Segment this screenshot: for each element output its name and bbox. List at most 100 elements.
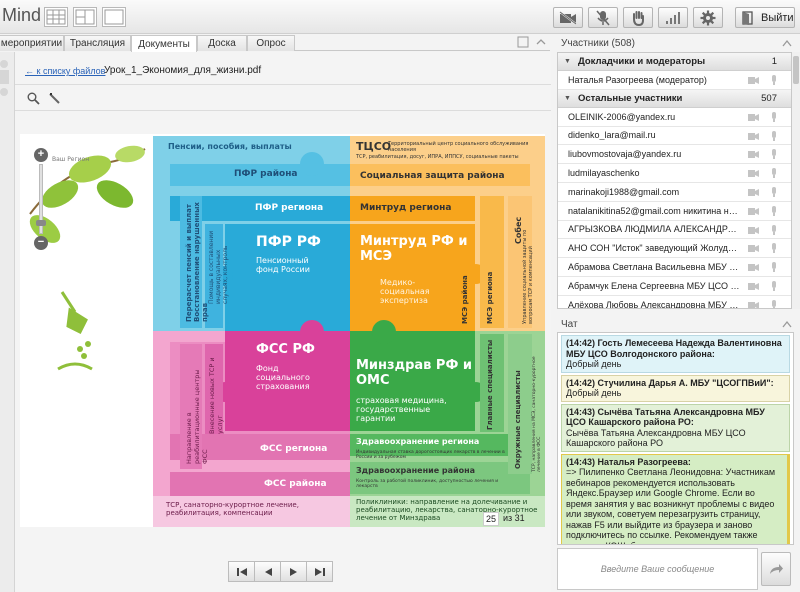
slide-label: Контроль за работой поликлиник, доступно… xyxy=(356,479,499,489)
mic-icon xyxy=(772,243,776,254)
raise-hand-button[interactable] xyxy=(623,7,653,28)
participant-row[interactable]: liubovmostovaja@yandex.ru xyxy=(558,145,791,165)
chat-message-input[interactable]: Введите Ваше сообщение xyxy=(557,548,758,590)
app-logo: Mind xyxy=(2,5,42,25)
participant-row[interactable]: didenko_lara@mail.ru xyxy=(558,127,791,146)
tab-events[interactable]: мероприятии xyxy=(0,35,64,51)
participant-name: АНО СОН "Исток" заведующий Жолудева А.В. xyxy=(568,243,740,254)
mic-icon xyxy=(772,130,776,141)
participant-row[interactable]: АГРЫЗКОВА ЛЮДМИЛА АЛЕКСАНДРОВНА... xyxy=(558,221,791,240)
layout-split-button[interactable] xyxy=(73,7,97,27)
group-others[interactable]: ▼ Остальные участники 507 xyxy=(558,89,791,108)
collapse-icon[interactable] xyxy=(782,39,792,47)
mic-icon xyxy=(772,280,776,291)
divider xyxy=(15,84,551,85)
zoom-tool-icon[interactable] xyxy=(27,92,40,105)
slide-label: Минтруд РФ и МСЭ xyxy=(360,234,468,264)
expand-triangle-icon: ▼ xyxy=(564,58,571,65)
collapse-icon[interactable] xyxy=(782,320,792,328)
mic-icon xyxy=(772,205,776,216)
chat-message-header: (14:42) Стучилина Дарья А. МБУ "ЦСОГПВиИ… xyxy=(566,377,774,388)
tab-poll[interactable]: Опрос xyxy=(247,35,295,51)
exit-button[interactable]: Выйти xyxy=(735,7,795,28)
participant-name: Абрамова Светлана Васильевна МБУ "ЦСО,..… xyxy=(568,262,740,273)
participant-row[interactable]: ludmilayaschenko xyxy=(558,164,791,183)
participant-row[interactable]: Абрамчук Елена Сергеевна МБУ ЦСО Белоа..… xyxy=(558,277,791,296)
settings-button[interactable] xyxy=(693,7,723,28)
chat-message: (14:42) Стучилина Дарья А. МБУ "ЦСОГПВиИ… xyxy=(561,374,790,402)
participants-scrollbar[interactable] xyxy=(792,52,800,309)
participant-name: OLEINIK-2006@yandex.ru xyxy=(568,111,676,122)
tab-whiteboard[interactable]: Доска xyxy=(197,35,247,51)
participant-name: marinakoji1988@gmail.com xyxy=(568,186,680,197)
camera-icon xyxy=(748,226,759,234)
slide-label: ТСР, санаторно-курортное лечение, реабил… xyxy=(166,501,299,517)
slide-label: Пенсии, пособия, выплаты xyxy=(168,142,292,151)
collapse-icon[interactable] xyxy=(535,36,547,48)
layout-single-button[interactable] xyxy=(102,7,126,27)
slide-label: Здравоохранение района xyxy=(356,466,476,475)
layout-grid-button[interactable] xyxy=(44,7,68,27)
chat-header: Чат xyxy=(556,316,800,332)
scrollbar-thumb[interactable] xyxy=(793,56,799,84)
tab-label: мероприятии xyxy=(0,38,63,49)
zoom-out-button[interactable]: − xyxy=(34,236,48,250)
chat-message: (14:43) Наталья Разогреева:=> Пилипенко … xyxy=(561,453,790,544)
participant-row[interactable]: OLEINIK-2006@yandex.ru xyxy=(558,108,791,127)
slide-puzzle-graphic xyxy=(29,136,545,527)
mic-icon xyxy=(772,149,776,160)
slide-logo-text: Ваш Регион xyxy=(52,156,90,163)
participant-row[interactable]: Абрамова Светлана Васильевна МБУ "ЦСО,..… xyxy=(558,258,791,277)
exit-label: Выйти xyxy=(761,11,794,24)
slide-label: страховая медицина, государственные гара… xyxy=(356,396,447,423)
mic-toggle-button[interactable] xyxy=(588,7,618,28)
slide-label: ПФР РФ xyxy=(256,234,321,250)
zoom-handle[interactable] xyxy=(36,220,46,226)
last-page-button[interactable] xyxy=(306,561,333,582)
current-page-input[interactable]: 25 xyxy=(483,512,499,526)
mic-icon xyxy=(772,75,776,85)
camera-toggle-button[interactable] xyxy=(553,7,583,28)
slide-label: Медико-социальная экспертиза xyxy=(380,278,430,305)
participant-name: АГРЫЗКОВА ЛЮДМИЛА АЛЕКСАНДРОВНА... xyxy=(568,224,740,235)
zoom-in-button[interactable]: + xyxy=(34,148,48,162)
first-page-button[interactable] xyxy=(228,561,255,582)
prev-page-button[interactable] xyxy=(254,561,281,582)
maximize-icon[interactable] xyxy=(517,36,529,48)
camera-off-icon xyxy=(559,10,577,25)
group-count: 507 xyxy=(761,92,777,104)
mic-icon xyxy=(772,224,776,235)
tab-broadcast[interactable]: Трансляция xyxy=(64,35,131,51)
participant-row[interactable]: Наталья Разогреева (модератор) xyxy=(558,71,791,90)
participant-row[interactable]: natalanikitina52@gmail.com никитина н н … xyxy=(558,202,791,221)
mic-icon xyxy=(772,299,776,308)
camera-icon xyxy=(748,188,759,196)
slide-vertical-label: Перерасчет пенсий и выплат Восстановлени… xyxy=(185,202,209,322)
group-count: 1 xyxy=(771,56,777,67)
participant-row[interactable]: АНО СОН "Исток" заведующий Жолудева А.В. xyxy=(558,239,791,259)
chat-messages: (14:42) Гость Лемесеева Надежда Валентин… xyxy=(557,332,794,545)
slide-label: ФСС района xyxy=(264,479,327,489)
group-speakers[interactable]: ▼ Докладчики и модераторы 1 xyxy=(558,53,791,71)
shovel-icon xyxy=(60,291,88,335)
tab-documents[interactable]: Документы xyxy=(131,35,197,52)
camera-icon xyxy=(748,282,759,290)
next-page-button[interactable] xyxy=(280,561,307,582)
camera-icon xyxy=(748,207,759,215)
camera-icon xyxy=(748,151,759,159)
slide-image: Ваш Регион Пенсии, пособия, выплаты ПФР … xyxy=(20,134,545,527)
slide-vertical-label: Главные специалисты xyxy=(486,339,494,430)
zoom-slider[interactable]: + − xyxy=(34,148,48,252)
divider xyxy=(15,110,551,111)
camera-icon xyxy=(748,113,759,121)
participant-row[interactable]: Алёхова Любовь Александровна МБУ "Цент..… xyxy=(558,296,791,308)
chat-message-text: Сычёва Татьяна Александровна МБУ ЦСО Каш… xyxy=(566,427,746,449)
send-message-button[interactable] xyxy=(761,552,791,586)
participant-row[interactable]: marinakoji1988@gmail.com xyxy=(558,183,791,202)
back-to-files-link[interactable]: ← к списку файлов xyxy=(25,66,106,76)
chat-message-text: => Пилипенко Светлана Леонидовна: Участн… xyxy=(566,467,776,544)
connection-quality-button[interactable] xyxy=(658,7,688,28)
camera-icon xyxy=(748,77,759,84)
zoom-track[interactable] xyxy=(39,164,43,234)
pencil-tool-icon[interactable] xyxy=(48,92,61,105)
